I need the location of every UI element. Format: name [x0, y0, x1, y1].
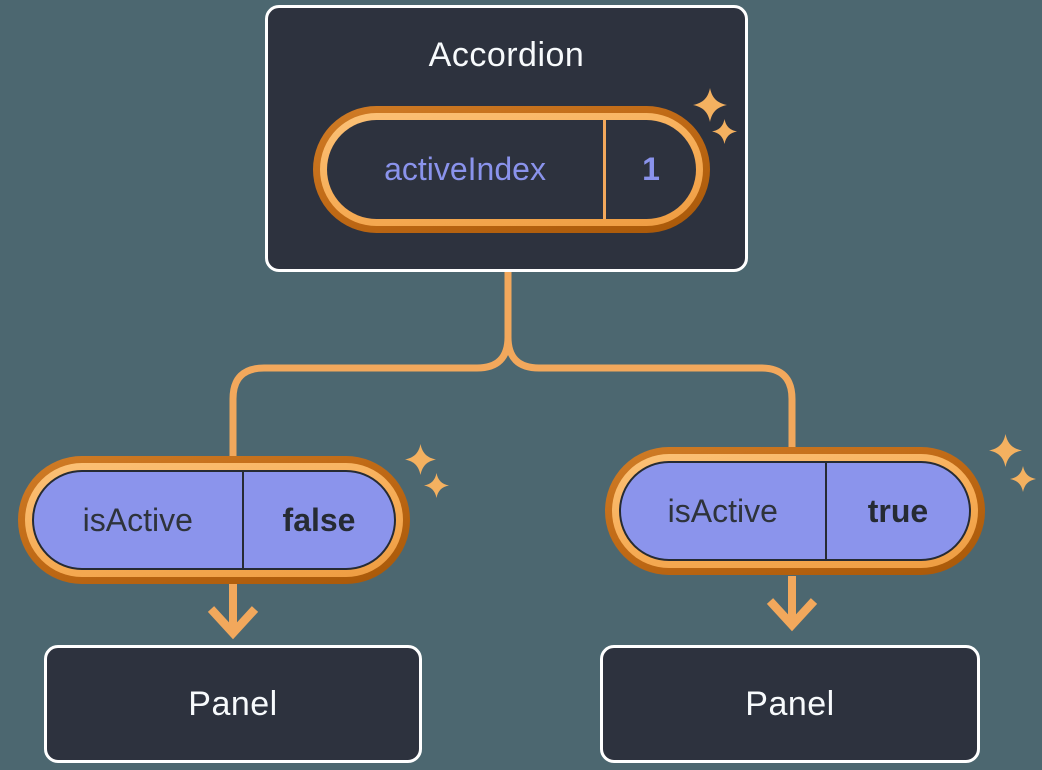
panel-box-left: Panel — [44, 645, 422, 763]
prop-pill-divider — [824, 463, 827, 559]
panel-label: Panel — [745, 684, 835, 723]
sparkle-icon — [1010, 466, 1036, 492]
panel-label: Panel — [188, 684, 278, 723]
arrow-right-head — [766, 598, 818, 632]
prop-pill-left: isActive false — [18, 456, 410, 584]
connector-left-branch — [229, 336, 512, 457]
state-value: 1 — [642, 151, 660, 187]
connector-right-branch — [504, 336, 796, 450]
arrow-left-head — [207, 606, 259, 640]
accordion-component-box: Accordion activeIndex 1 — [265, 5, 748, 272]
state-pill-ring-outer: activeIndex 1 — [313, 106, 710, 233]
prop-pill-left-ring-inner: isActive false — [25, 463, 403, 577]
state-pill-ring-inner: activeIndex 1 — [320, 113, 703, 226]
prop-pill-left-ring-outer: isActive false — [18, 456, 410, 584]
sparkle-icon — [424, 473, 449, 498]
prop-pill-divider — [241, 472, 244, 568]
state-name: activeIndex — [384, 151, 546, 187]
accordion-title: Accordion — [428, 36, 585, 74]
sparkle-icon — [989, 434, 1022, 467]
prop-pill-right-ring-outer: isActive true — [605, 447, 985, 575]
prop-pill-right-ring-inner: isActive true — [612, 454, 978, 568]
prop-value: true — [867, 492, 929, 529]
state-pill-divider — [603, 120, 606, 219]
prop-name: isActive — [667, 492, 778, 529]
state-pill: activeIndex 1 — [313, 106, 710, 233]
prop-value: false — [282, 501, 356, 538]
prop-name: isActive — [82, 501, 193, 538]
prop-pill-right: isActive true — [605, 447, 985, 575]
panel-box-right: Panel — [600, 645, 980, 763]
